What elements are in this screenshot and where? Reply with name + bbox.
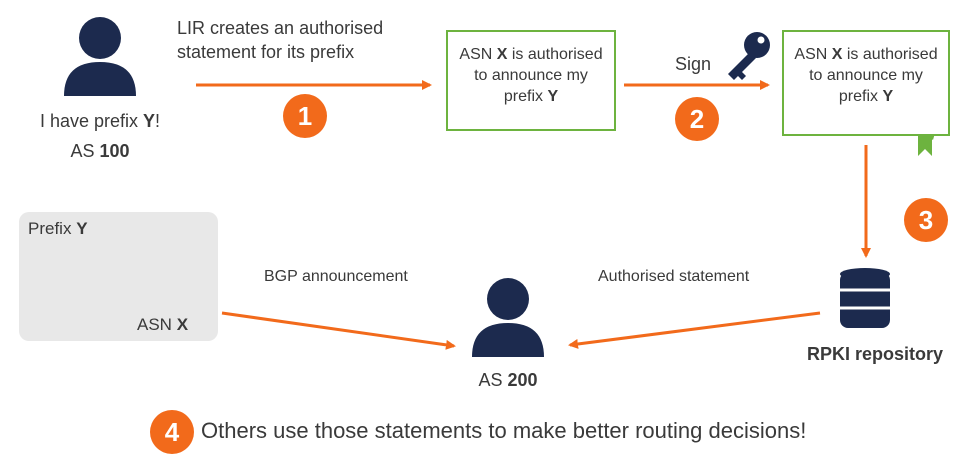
step4-badge: 4 (150, 410, 194, 454)
arrow-authorised (568, 311, 821, 349)
step3-badge: 3 (904, 198, 948, 242)
statement-card: ASN X is authorised to announce my prefi… (446, 30, 616, 131)
sign-label: Sign (675, 54, 712, 74)
step2-badge: 2 (675, 97, 719, 141)
rpki-repository-label: RPKI repository (806, 344, 944, 364)
signed-statement-card: ASN X is authorised to announce my prefi… (782, 30, 950, 136)
as200-label: AS 200 (478, 370, 538, 390)
step4-label: Others use those statements to make bett… (201, 418, 807, 443)
step1-label: LIR creates an authorised statement for … (177, 18, 384, 62)
as100-prefix-label: I have prefix Y! (39, 111, 161, 131)
bgp-announcement-label: BGP announcement (264, 268, 408, 285)
authorised-statement-label: Authorised statement (598, 268, 750, 285)
user-icon (472, 278, 544, 357)
router-panel (19, 212, 218, 341)
arrow-bgp (221, 311, 456, 350)
key-icon (728, 32, 770, 80)
prefix-label: Prefix Y (28, 219, 88, 238)
user-icon (64, 17, 136, 96)
step1-badge: 1 (283, 94, 327, 138)
as100-number-label: AS 100 (70, 141, 130, 161)
asn-label: ASN X (137, 315, 189, 334)
database-icon (840, 268, 890, 328)
